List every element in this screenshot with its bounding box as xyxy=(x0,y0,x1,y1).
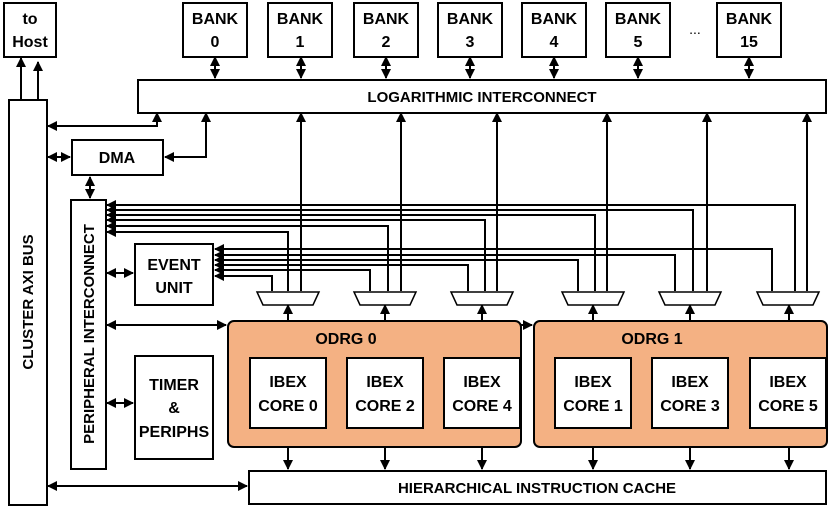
core-label-line2: CORE 2 xyxy=(355,398,415,415)
core-label-line1: IBEX xyxy=(463,374,501,391)
core-label-line1: IBEX xyxy=(366,374,404,391)
bank-label: BANK xyxy=(615,11,662,28)
event-unit: EVENT UNIT xyxy=(134,243,214,306)
muxes xyxy=(255,291,821,306)
ibex-core-4: IBEX CORE 4 xyxy=(443,357,521,429)
bank-1: BANK 1 xyxy=(267,2,333,58)
mux-core-1 xyxy=(560,291,626,306)
bank-4: BANK 4 xyxy=(521,2,587,58)
ibex-core-1: IBEX CORE 1 xyxy=(554,357,632,429)
bank-5: BANK 5 xyxy=(605,2,671,58)
bank-label: BANK xyxy=(531,11,578,28)
cluster-axi-bus-label: CLUSTER AXI BUS xyxy=(20,234,37,369)
bank-15: BANK 15 xyxy=(716,2,782,58)
bank-2: BANK 2 xyxy=(353,2,419,58)
mux-core-4 xyxy=(449,291,515,306)
bank-label: BANK xyxy=(277,11,324,28)
odrg-0: ODRG 0 IBEX CORE 0 IBEX CORE 2 IBEX CORE… xyxy=(227,320,522,448)
bank-number: 3 xyxy=(466,34,475,51)
bank-label: BANK xyxy=(363,11,410,28)
core-label-line1: IBEX xyxy=(671,374,709,391)
core-label-line2: CORE 3 xyxy=(660,398,720,415)
host-label-line1: to xyxy=(22,11,37,28)
bank-label: BANK xyxy=(726,11,773,28)
timer-label-line3: PERIPHS xyxy=(139,424,210,441)
ibex-core-5: IBEX CORE 5 xyxy=(749,357,827,429)
mux-core-3 xyxy=(657,291,723,306)
ibex-core-2: IBEX CORE 2 xyxy=(346,357,424,429)
mux-core-5 xyxy=(755,291,821,306)
odrg-1-label: ODRG 1 xyxy=(621,331,682,348)
core-label-line1: IBEX xyxy=(269,374,307,391)
bank-number: 4 xyxy=(550,34,559,51)
peripheral-interconnect: PERIPHERAL INTERCONNECT xyxy=(70,199,107,470)
core-label-line2: CORE 5 xyxy=(758,398,818,415)
core-label-line2: CORE 4 xyxy=(452,398,512,415)
odrg-0-label: ODRG 0 xyxy=(315,331,376,348)
timer-label-line2: & xyxy=(168,400,180,417)
host-block: to Host xyxy=(3,2,57,58)
bank-label: BANK xyxy=(447,11,494,28)
bank-number: 1 xyxy=(296,34,305,51)
cluster-axi-bus: CLUSTER AXI BUS xyxy=(8,99,48,506)
dma-block: DMA xyxy=(71,139,164,176)
bank-ellipsis: ... xyxy=(689,21,701,37)
core-label-line1: IBEX xyxy=(574,374,612,391)
bank-3: BANK 3 xyxy=(437,2,503,58)
host-label-line2: Host xyxy=(12,34,48,51)
peripheral-interconnect-label: PERIPHERAL INTERCONNECT xyxy=(81,224,98,444)
bank-number: 5 xyxy=(634,34,643,51)
event-unit-label-line1: EVENT xyxy=(147,257,201,274)
core-label-line2: CORE 1 xyxy=(563,398,623,415)
bank-number: 15 xyxy=(740,34,758,51)
hierarchical-instruction-cache: HIERARCHICAL INSTRUCTION CACHE xyxy=(248,470,827,505)
ibex-core-0: IBEX CORE 0 xyxy=(249,357,327,429)
instruction-cache-label: HIERARCHICAL INSTRUCTION CACHE xyxy=(398,480,676,497)
bank-0: BANK 0 xyxy=(182,2,248,58)
logarithmic-interconnect-label: LOGARITHMIC INTERCONNECT xyxy=(367,89,596,106)
ibex-core-3: IBEX CORE 3 xyxy=(651,357,729,429)
bank-number: 2 xyxy=(382,34,391,51)
core-label-line2: CORE 0 xyxy=(258,398,318,415)
bank-number: 0 xyxy=(211,34,220,51)
timer-label-line1: TIMER xyxy=(149,377,199,394)
mux-core-2 xyxy=(352,291,418,306)
bank-label: BANK xyxy=(192,11,239,28)
odrg-1: ODRG 1 IBEX CORE 1 IBEX CORE 3 IBEX CORE… xyxy=(533,320,828,448)
dma-label: DMA xyxy=(99,150,136,167)
logarithmic-interconnect: LOGARITHMIC INTERCONNECT xyxy=(137,79,827,114)
event-unit-label-line2: UNIT xyxy=(155,280,193,297)
core-label-line1: IBEX xyxy=(769,374,807,391)
timer-periphs: TIMER & PERIPHS xyxy=(134,355,214,460)
mux-core-0 xyxy=(255,291,321,306)
